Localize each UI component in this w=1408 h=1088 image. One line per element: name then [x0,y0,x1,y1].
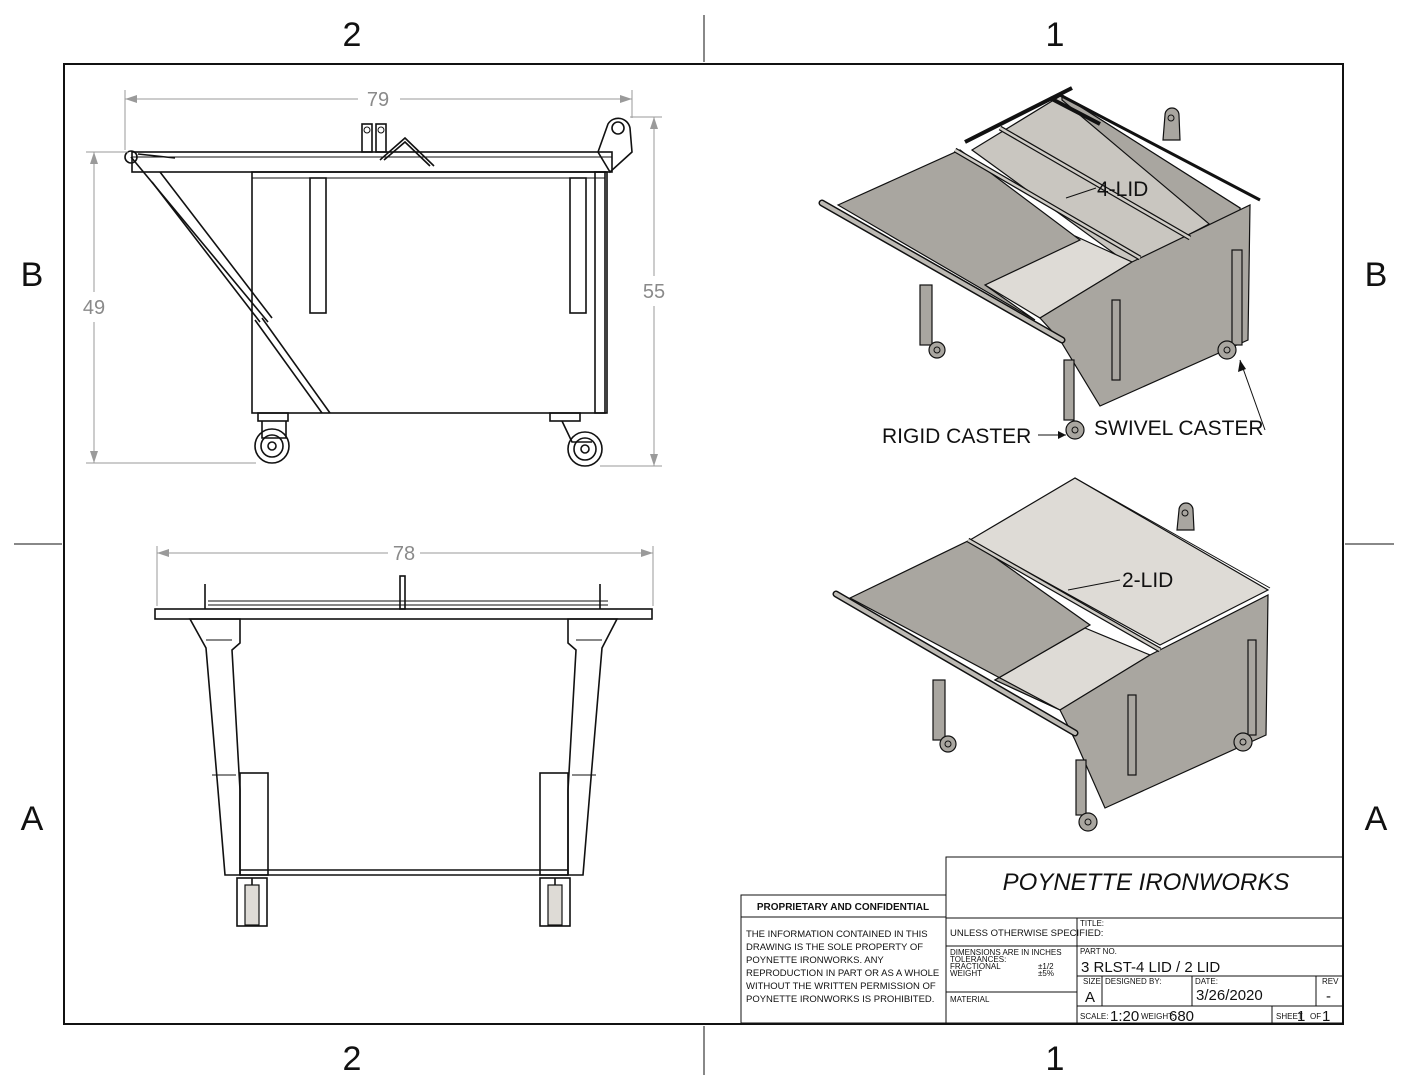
front-view [154,575,653,927]
dim-front-width: 78 [393,543,415,565]
dim-side-length: 79 [367,89,389,111]
proprietary-line-5: WITHOUT THE WRITTEN PERMISSION OF [746,981,936,992]
scale-value: 1:20 [1110,1008,1139,1025]
proprietary-line-4: REPRODUCTION IN PART OR AS A WHOLE [746,968,939,979]
drawing-border [63,63,1344,1025]
size-value: A [1085,989,1095,1006]
weight-tol-label: WEIGHT [950,969,982,978]
part-no-value: 3 RLST-4 LID / 2 LID [1081,959,1220,976]
front-view-dimensions: 78 [156,543,654,606]
callout-swivel-caster: SWIVEL CASTER [1094,417,1264,440]
date-value: 3/26/2020 [1196,987,1263,1004]
side-view-dimensions: 79 49 55 [83,89,665,467]
zone-label-left-a: A [21,800,44,838]
zone-label-top-2: 2 [343,16,362,54]
date-label: DATE: [1195,977,1218,986]
proprietary-line-2: DRAWING IS THE SOLE PROPERTY OF [746,942,923,953]
of-value: 1 [1322,1008,1330,1025]
callout-four-lid: 4-LID [1097,178,1148,201]
zone-label-left-b: B [21,256,44,294]
weight-value: 680 [1169,1008,1194,1025]
zone-label-bottom-2: 2 [343,1040,362,1078]
zone-label-top-1: 1 [1046,16,1065,54]
company-name: POYNETTE IRONWORKS [1003,869,1290,896]
part-no-label: PART NO. [1080,947,1117,956]
material-label: MATERIAL [950,995,990,1004]
zone-label-bottom-1: 1 [1046,1040,1065,1078]
weight-tol-value: ±5% [1038,969,1054,978]
scale-label: SCALE: [1080,1012,1108,1021]
dims-in-inches: DIMENSIONS ARE IN INCHES [950,948,1062,957]
zone-label-right-b: B [1365,256,1388,294]
iso-view-four-lid [818,86,1266,440]
title-block: PROPRIETARY AND CONFIDENTIAL THE INFORMA… [740,856,1344,1025]
weight-label: WEIGHT: [1141,1012,1174,1021]
fractional-value: ±1/2 [1038,962,1054,971]
side-view [124,117,633,467]
callout-two-lid: 2-LID [1122,569,1173,592]
proprietary-line-3: POYNETTE IRONWORKS. ANY [746,955,884,966]
rev-value: - [1326,988,1331,1005]
dim-side-height-rear: 49 [83,297,105,319]
sheet-label: SHEET [1276,1012,1303,1021]
fractional-label: FRACTIONAL [950,962,1001,971]
rev-label: REV [1322,977,1339,986]
iso-view-two-lid [832,477,1271,832]
title-label: TITLE: [1080,919,1104,928]
dim-side-height-front: 55 [643,281,665,303]
size-label: SIZE [1083,977,1101,986]
zone-label-right-a: A [1365,800,1388,838]
unless-specified: UNLESS OTHERWISE SPECIFIED: [950,928,1103,939]
proprietary-line-1: THE INFORMATION CONTAINED IN THIS [746,929,928,940]
tolerances-label: TOLERANCES: [950,955,1006,964]
proprietary-line-6: POYNETTE IRONWORKS IS PROHIBITED. [746,994,934,1005]
proprietary-heading: PROPRIETARY AND CONFIDENTIAL [757,902,929,913]
callout-rigid-caster: RIGID CASTER [882,425,1031,448]
zone-ticks [14,15,1394,1075]
sheet-value: 1 [1297,1008,1305,1025]
designed-by-label: DESIGNED BY: [1105,977,1161,986]
of-label: OF [1310,1012,1321,1021]
